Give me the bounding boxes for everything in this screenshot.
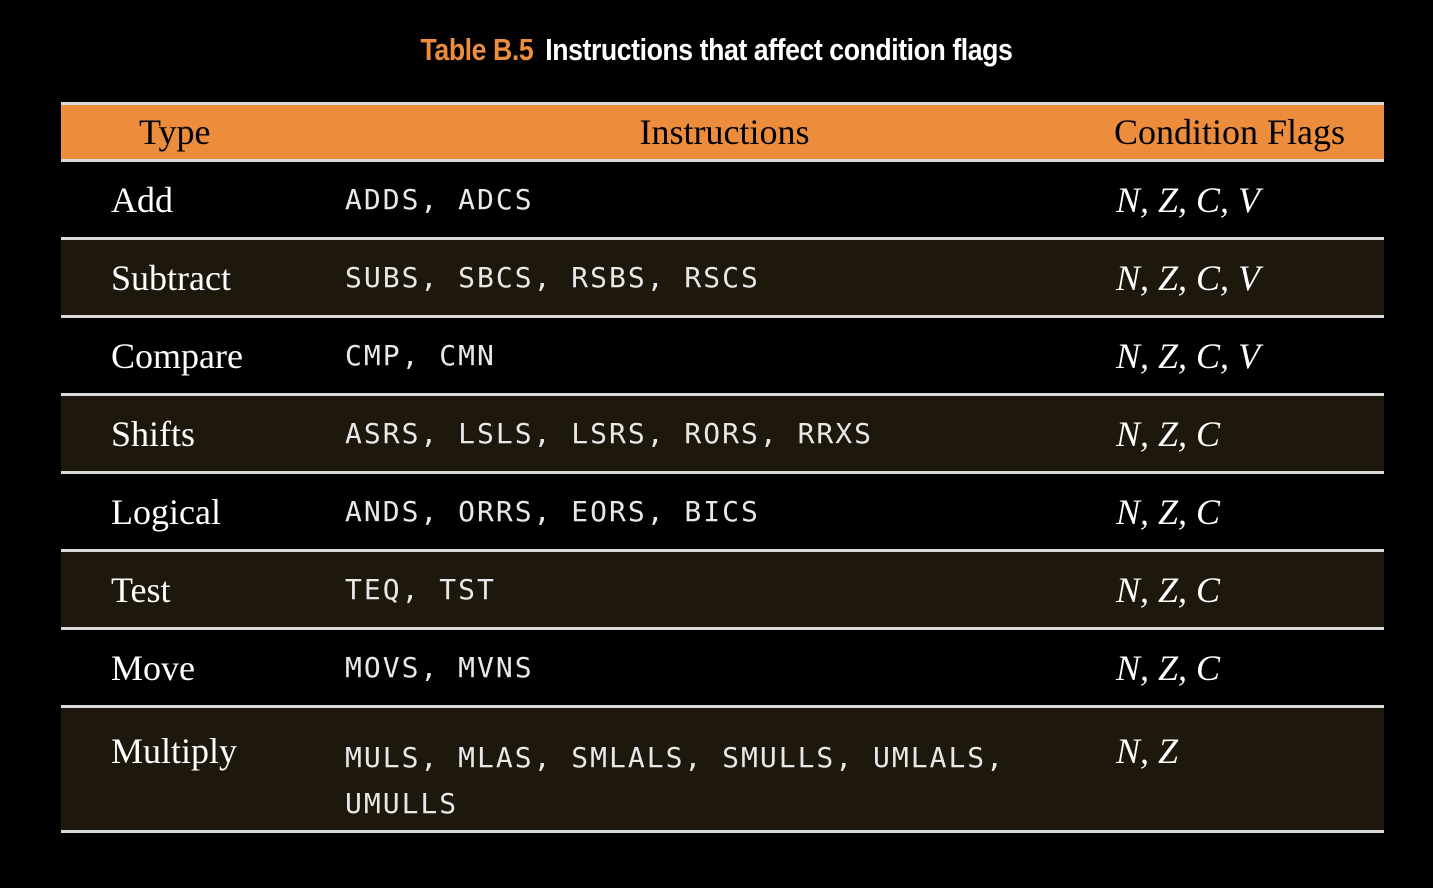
table-row: Add ADDS, ADCS N, Z, C, V: [61, 162, 1384, 240]
table-row: Subtract SUBS, SBCS, RSBS, RSCS N, Z, C,…: [61, 240, 1384, 318]
cell-flags: N, Z, C, V: [1116, 257, 1261, 298]
cell-instructions: MOVS, MVNS: [345, 650, 534, 684]
cell-flags: N, Z, C: [1116, 491, 1221, 532]
table-caption: Table B.5 Instructions that affect condit…: [100, 32, 1332, 68]
cell-flags: N, Z, C, V: [1116, 335, 1261, 376]
caption-title: Instructions that affect condition flags: [545, 32, 1013, 67]
table-row: Shifts ASRS, LSLS, LSRS, RORS, RRXS N, Z…: [61, 396, 1384, 474]
cell-flags: N, Z, C: [1116, 569, 1221, 610]
caption-label: Table B.5: [420, 32, 534, 67]
cell-type: Shifts: [111, 413, 196, 454]
cell-flags: N, Z, C: [1116, 413, 1221, 454]
cell-type: Move: [111, 647, 195, 688]
cell-flags: N, Z, C: [1116, 647, 1221, 688]
header-type: Type: [139, 112, 211, 152]
instructions-line-2: UMULLS: [345, 787, 459, 820]
cell-instructions: ANDS, ORRS, EORS, BICS: [345, 494, 760, 528]
table-row: Logical ANDS, ORRS, EORS, BICS N, Z, C: [61, 474, 1384, 552]
cell-type: Add: [111, 179, 173, 220]
cell-type: Subtract: [111, 257, 231, 298]
cell-instructions: MULS, MLAS, SMLALS, SMULLS, UMLALS, UMUL…: [345, 708, 1104, 827]
cell-instructions: ASRS, LSLS, LSRS, RORS, RRXS: [345, 416, 874, 450]
cell-instructions: SUBS, SBCS, RSBS, RSCS: [345, 260, 760, 294]
condition-flags-table: Type Instructions Condition Flags Add AD…: [61, 102, 1384, 833]
instructions-line-1: MULS, MLAS, SMLALS, SMULLS, UMLALS,: [345, 741, 1006, 774]
table-row: Compare CMP, CMN N, Z, C, V: [61, 318, 1384, 396]
cell-instructions: CMP, CMN: [345, 338, 496, 372]
table-row: Move MOVS, MVNS N, Z, C: [61, 630, 1384, 708]
cell-type: Multiply: [111, 731, 238, 771]
cell-flags: N, Z: [1116, 731, 1179, 771]
table-header: Type Instructions Condition Flags: [61, 105, 1384, 162]
cell-instructions: ADDS, ADCS: [345, 182, 534, 216]
header-instructions: Instructions: [639, 112, 810, 152]
cell-type: Test: [111, 569, 171, 610]
header-flags: Condition Flags: [1114, 112, 1346, 152]
cell-instructions: TEQ, TST: [345, 572, 496, 606]
table-row: Test TEQ, TST N, Z, C: [61, 552, 1384, 630]
cell-flags: N, Z, C, V: [1116, 179, 1261, 220]
cell-type: Logical: [111, 491, 221, 532]
table-row: Multiply MULS, MLAS, SMLALS, SMULLS, UML…: [61, 708, 1384, 833]
cell-type: Compare: [111, 335, 243, 376]
